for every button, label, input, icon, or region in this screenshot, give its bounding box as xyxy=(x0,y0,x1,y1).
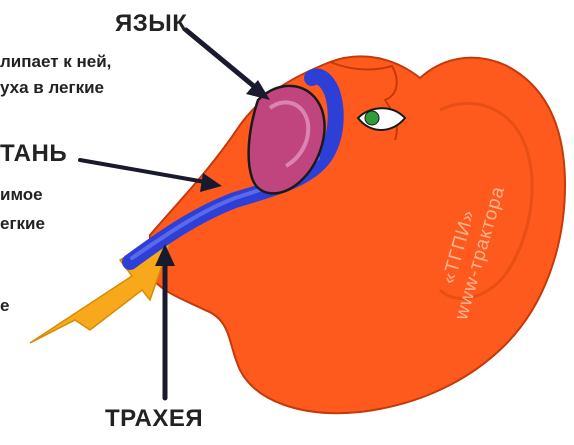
label-larynx-line-2: егкие xyxy=(0,214,45,234)
eye-iris xyxy=(365,111,379,125)
label-tongue: ЯЗЫК xyxy=(115,10,187,38)
head-silhouette xyxy=(150,56,565,413)
pointer-tongue xyxy=(186,30,270,100)
label-larynx: ТАНЬ xyxy=(0,140,67,168)
label-tongue-line-1: липает к ней, xyxy=(0,52,111,72)
label-fragment-e: е xyxy=(0,296,9,316)
label-trachea: ТРАХЕЯ xyxy=(105,405,203,433)
label-tongue-line-2: уха в легкие xyxy=(0,78,104,98)
label-larynx-line-1: имое xyxy=(0,185,43,205)
